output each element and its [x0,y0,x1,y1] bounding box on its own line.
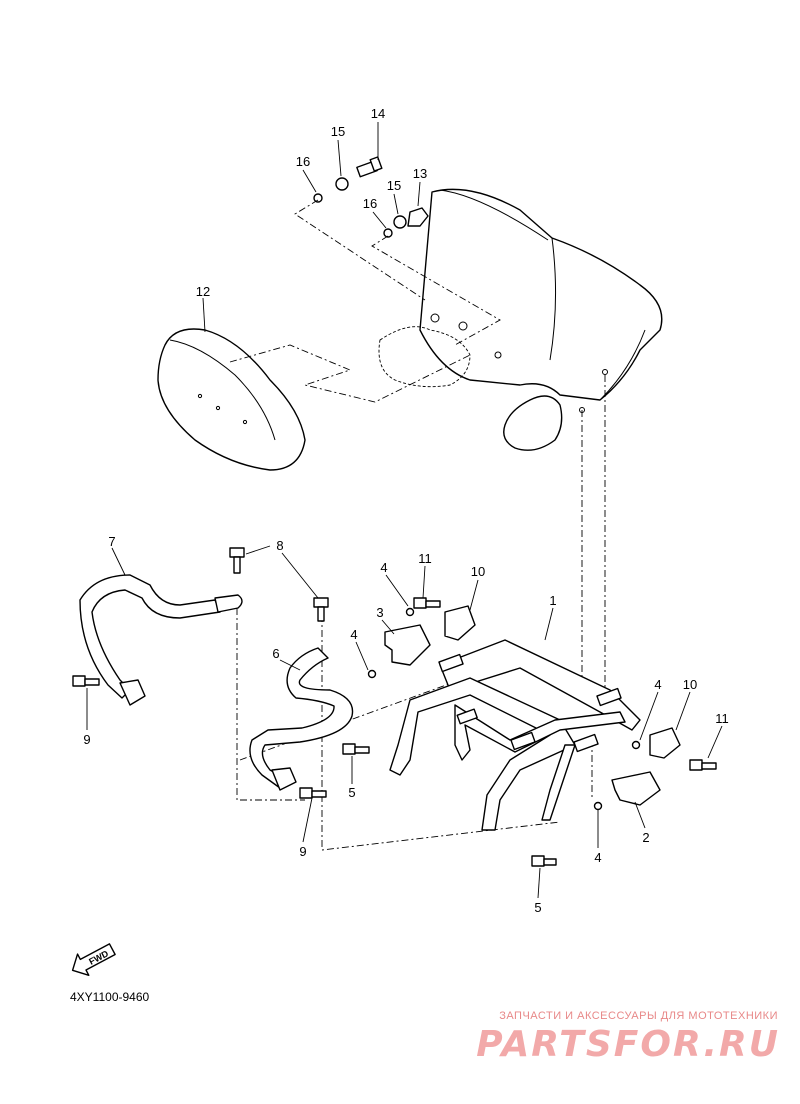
bolt-8a-shank [233,556,241,574]
callout-16b: 16 [363,196,377,211]
top-case [378,188,663,451]
callout-5a: 5 [348,785,355,800]
bolt-11a-shank [425,600,441,608]
leader-lines [86,122,723,899]
callout-12: 12 [196,284,210,299]
watermark-tagline: ЗАПЧАСТИ И АКСЕССУАРЫ ДЛЯ МОТОТЕХНИКИ [499,1010,778,1022]
callout-13: 13 [413,166,427,181]
callout-6: 6 [272,646,279,661]
bolt-9a [72,675,86,687]
screw-4a [405,607,415,617]
washer-16b [383,228,393,238]
diagram-code: 4XY1100-9460 [70,990,150,1004]
callout-9a: 9 [83,732,90,747]
bolt-11b-shank [701,762,717,770]
grab-bar [79,574,243,706]
callouts: 14 15 16 15 13 16 12 7 8 11 4 10 1 3 4 6… [83,106,728,915]
clip-10b [649,727,681,759]
callout-15b: 15 [387,178,401,193]
rack-frame [389,639,641,831]
screw-4c [631,740,641,750]
callout-10b: 10 [683,677,697,692]
callout-7: 7 [108,534,115,549]
screw-4b [367,669,377,679]
callout-4b: 4 [350,627,357,642]
callout-10a: 10 [471,564,485,579]
bolt-5b [531,855,545,867]
callout-11b: 11 [715,711,729,726]
rail [249,647,354,791]
callout-3: 3 [376,605,383,620]
bolt-5b-shank [543,858,557,866]
bracket-3 [384,624,431,666]
bolt-9b-shank [311,790,327,798]
bolt-5a-shank [354,746,370,754]
callout-14: 14 [371,106,385,121]
watermark-logo: PARTSFOR.RU [476,1024,780,1065]
bolt-8b-shank [317,606,325,622]
hardware [72,547,717,867]
callout-2: 2 [642,830,649,845]
bolt-9a-shank [84,678,100,686]
bolt-5a [342,743,356,755]
bolt-11a [413,597,427,609]
top-fasteners [313,156,429,238]
callout-4d: 4 [594,850,601,865]
bracket-2 [611,771,661,806]
washer-15b [393,215,407,229]
bolt-8a [229,547,245,558]
callout-11a: 11 [418,551,432,566]
bolt-9b [299,787,313,799]
callout-4c: 4 [654,677,661,692]
assembly-guides [229,199,606,851]
callout-4a: 4 [380,560,387,575]
washer-15a [335,177,349,191]
callout-1: 1 [549,593,556,608]
bolt-11b [689,759,703,771]
callout-9b: 9 [299,844,306,859]
washer-16a [313,193,323,203]
backrest-pad [157,328,306,471]
bolt-8b [313,597,329,608]
clip-10a [444,605,476,641]
callout-16a: 16 [296,154,310,169]
fwd-arrow-icon: FWD [71,943,116,976]
callout-15a: 15 [331,124,345,139]
bolt-14 [356,156,383,178]
screw-4d [593,801,603,811]
callout-5b: 5 [534,900,541,915]
callout-8: 8 [276,538,283,553]
nut-13 [407,207,429,227]
